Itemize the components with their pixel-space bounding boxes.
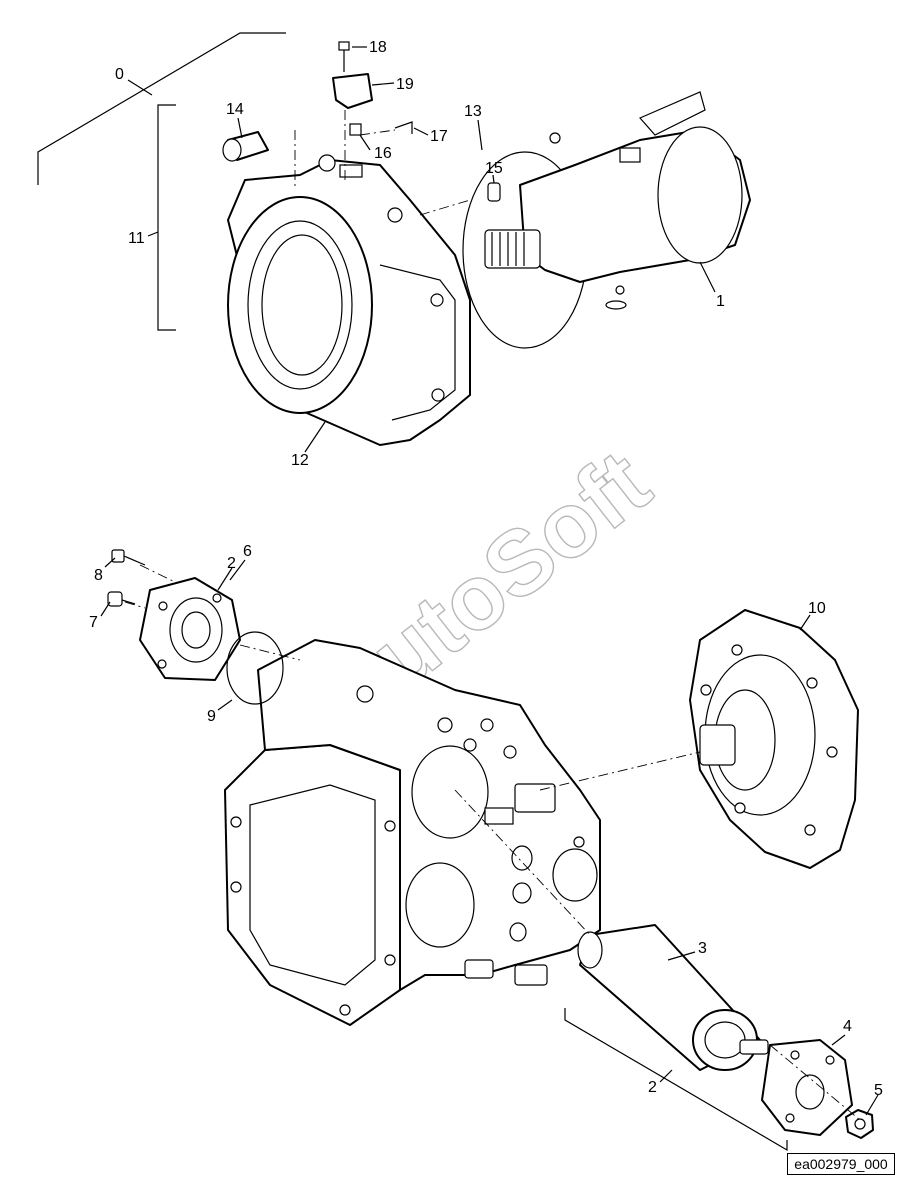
pump-part-1 — [484, 91, 751, 310]
leader-line-2-lower — [659, 1069, 673, 1083]
bracket-part-19 — [332, 73, 373, 109]
callout-2-lower: 2 — [648, 1079, 657, 1096]
callout-labels: 0 1 2 3 4 5 6 7 8 9 10 11 12 13 14 15 16… — [89, 39, 883, 1099]
group-0-bracket — [37, 32, 286, 331]
pin-part-15 — [487, 182, 501, 202]
flange-part-10 — [689, 609, 859, 869]
cover-part-6 — [139, 577, 241, 681]
screw-part-18 — [338, 41, 350, 72]
leader-lines — [100, 46, 879, 1116]
callout-11: 11 — [128, 230, 145, 247]
callout-0: 0 — [115, 66, 124, 83]
callout-6: 6 — [243, 543, 252, 560]
callout-18: 18 — [369, 39, 387, 56]
nut-part-5 — [845, 1109, 874, 1139]
callout-5: 5 — [874, 1082, 883, 1099]
end-cover-part-4 — [761, 1039, 853, 1136]
callout-19: 19 — [396, 76, 414, 93]
upper-center-lines — [294, 110, 471, 216]
callout-16: 16 — [374, 145, 392, 162]
callout-1: 1 — [716, 293, 725, 310]
nut-part-16 — [349, 123, 362, 136]
callout-17: 17 — [430, 128, 448, 145]
callout-10: 10 — [808, 600, 826, 617]
o-ring-part-9 — [226, 631, 284, 705]
part-2-bracket — [564, 1008, 788, 1152]
callout-8: 8 — [94, 567, 103, 584]
bolt-part-8 — [111, 549, 146, 566]
reference-code-box: ea002979_000 — [787, 1153, 895, 1175]
callout-2: 2 — [227, 555, 236, 572]
callout-7: 7 — [89, 614, 98, 631]
callout-4: 4 — [843, 1018, 852, 1035]
housing-part-12 — [227, 154, 471, 446]
callout-14: 14 — [226, 101, 244, 118]
callout-12: 12 — [291, 452, 309, 469]
lower-center-lines — [124, 564, 861, 1121]
callout-15: 15 — [485, 160, 503, 177]
main-pump-body — [224, 639, 601, 1026]
callout-9: 9 — [207, 708, 216, 725]
callout-3: 3 — [698, 940, 707, 957]
bolt-part-14 — [222, 131, 269, 162]
cylinder-part-3 — [577, 924, 769, 1071]
bolt-part-7 — [107, 591, 136, 607]
callout-13: 13 — [464, 103, 482, 120]
pin-part-17 — [394, 121, 413, 134]
